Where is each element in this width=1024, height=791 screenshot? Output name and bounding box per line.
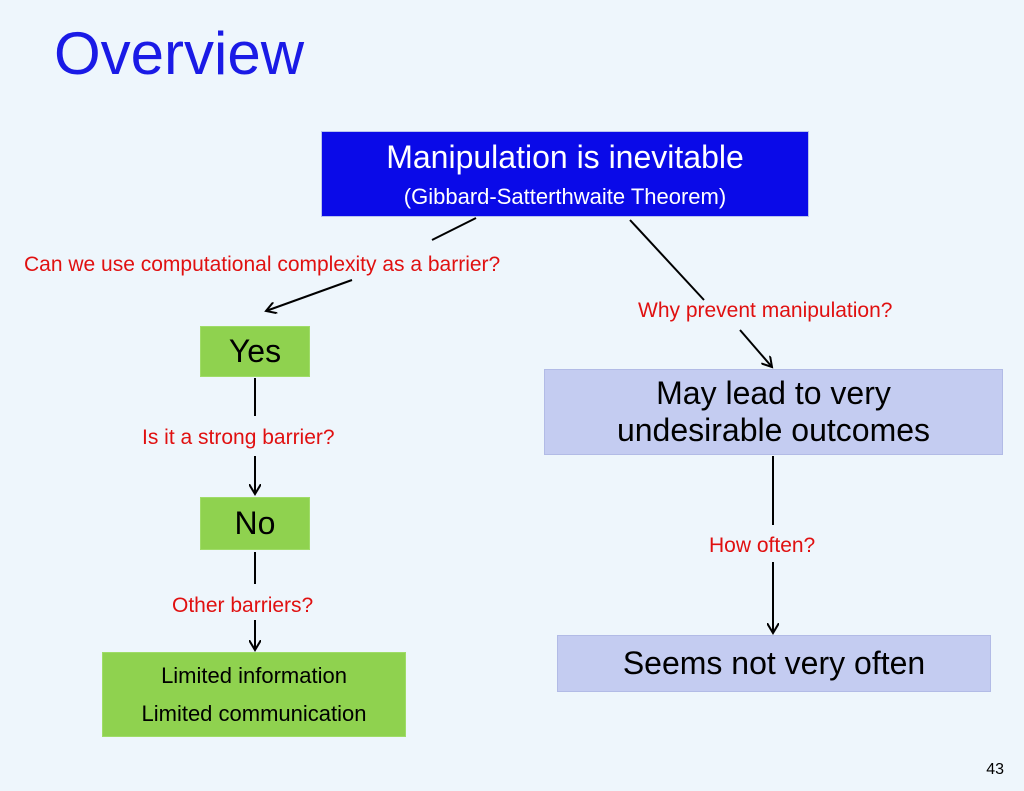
arrow-root-to-undesirable-lower <box>739 329 772 367</box>
question-strong-barrier: Is it a strong barrier? <box>142 426 335 449</box>
node-root-line1: Manipulation is inevitable <box>386 138 744 175</box>
node-no: No <box>200 497 310 550</box>
arrow-root-to-yes-upper <box>431 217 477 241</box>
question-why-prevent: Why prevent manipulation? <box>638 299 893 322</box>
node-limited-line1: Limited information <box>161 663 347 689</box>
node-undesirable-line1: May lead to very <box>656 375 891 412</box>
node-yes: Yes <box>200 326 310 377</box>
node-seems-label: Seems not very often <box>622 645 926 682</box>
node-seems-not-very-often: Seems not very often <box>557 635 991 692</box>
arrow-root-to-undesirable-upper <box>629 219 705 301</box>
node-limited-info-communication: Limited information Limited communicatio… <box>102 652 406 737</box>
node-limited-line2: Limited communication <box>141 700 367 726</box>
node-no-label: No <box>234 505 276 542</box>
node-manipulation-inevitable: Manipulation is inevitable (Gibbard-Satt… <box>321 131 809 217</box>
page-number: 43 <box>986 761 1004 778</box>
question-complexity-barrier: Can we use computational complexity as a… <box>24 253 501 276</box>
question-how-often: How often? <box>709 534 816 557</box>
arrow-root-to-yes-lower <box>266 279 353 311</box>
slide-title: Overview <box>54 20 305 87</box>
node-yes-label: Yes <box>228 333 282 370</box>
node-undesirable-line2: undesirable outcomes <box>616 412 931 448</box>
node-undesirable-outcomes: May lead to very undesirable outcomes <box>544 369 1003 455</box>
node-root-line2: (Gibbard-Satterthwaite Theorem) <box>403 183 727 209</box>
question-other-barriers: Other barriers? <box>172 594 314 617</box>
